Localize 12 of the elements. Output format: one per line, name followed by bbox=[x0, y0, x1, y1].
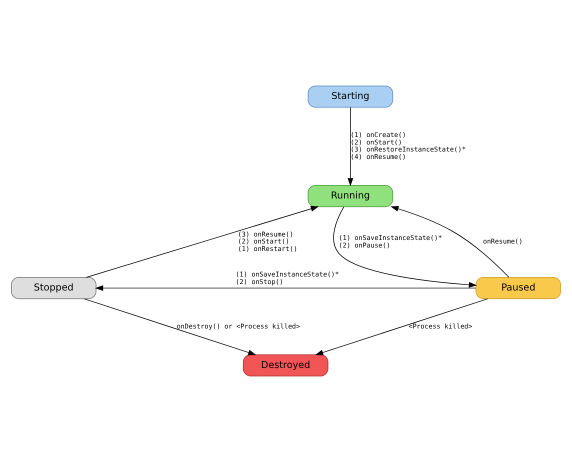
arrow bbox=[95, 284, 476, 290]
node-box: Destroyed bbox=[242, 354, 328, 376]
node-box: Starting bbox=[308, 85, 394, 108]
arrow bbox=[348, 106, 354, 186]
arrow bbox=[333, 206, 477, 288]
node-box: Paused bbox=[476, 276, 562, 299]
arrow bbox=[86, 206, 319, 278]
node-box: Stopped bbox=[10, 276, 96, 299]
arrow bbox=[390, 206, 510, 278]
arrow bbox=[315, 298, 488, 355]
arrow bbox=[84, 298, 256, 355]
node-box: Running bbox=[308, 184, 394, 207]
